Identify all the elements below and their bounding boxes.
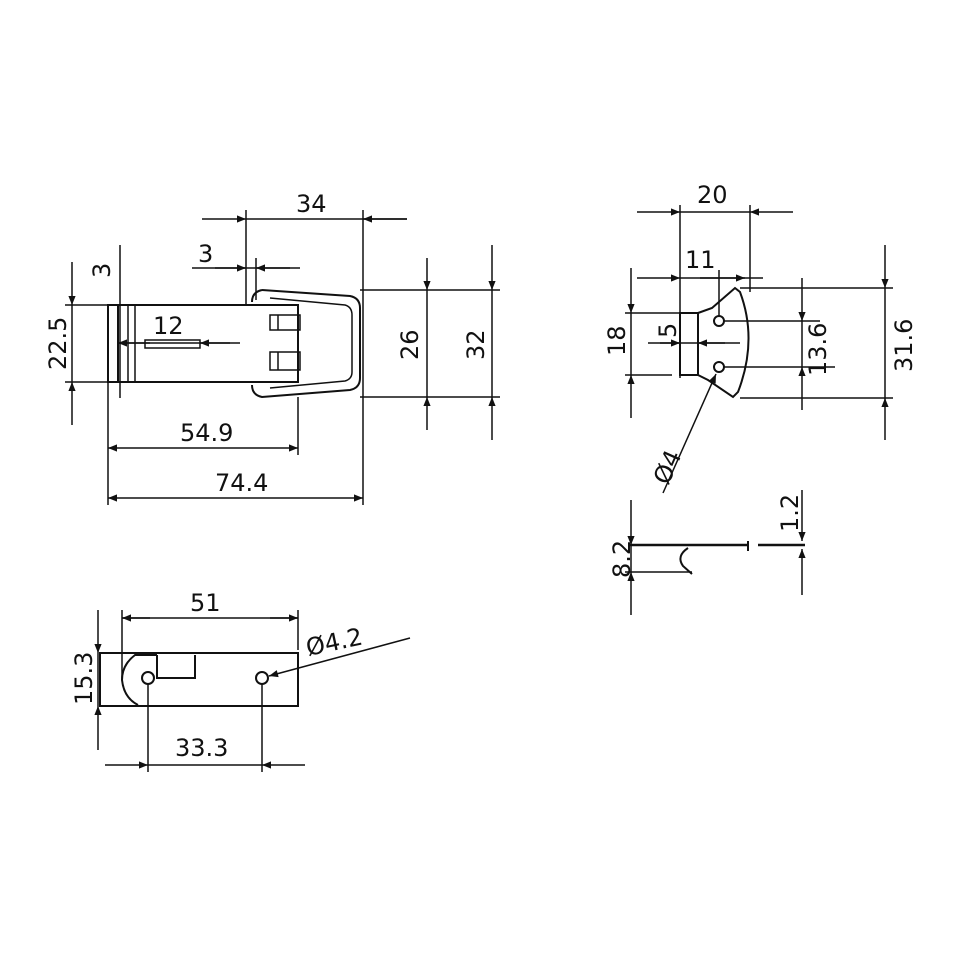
base-view: 51 15.3 33.3 Ø4.2 [70, 589, 411, 772]
dim-51: 51 [190, 589, 221, 617]
dim-18: 18 [603, 325, 631, 356]
dim-1-2: 1.2 [776, 494, 804, 532]
wire-bail [251, 289, 361, 399]
front-view: 34 3 3 22.5 12 26 32 54.9 74.4 [44, 190, 500, 505]
dim-3-plate: 3 [88, 263, 116, 278]
dim-31-6: 31.6 [890, 319, 918, 372]
base-plate [99, 652, 299, 707]
dimension-lines [627, 208, 889, 494]
dim-54-9: 54.9 [180, 419, 233, 447]
dim-32: 32 [462, 329, 490, 360]
dim-11: 11 [685, 246, 716, 274]
dim-33-3: 33.3 [175, 734, 228, 762]
dim-15-3: 15.3 [70, 652, 98, 705]
catch-side-profile [625, 490, 806, 615]
dim-26: 26 [396, 329, 424, 360]
dim-8-2: 8.2 [608, 540, 636, 578]
dimension-lines [68, 215, 496, 502]
dim-3-offset: 3 [198, 240, 213, 268]
catch-view: 20 11 18 5 13.6 31.6 Ø4 8.2 1.2 [603, 181, 918, 615]
extension-lines [121, 610, 299, 772]
dim-74-4: 74.4 [215, 469, 268, 497]
dim-34: 34 [296, 190, 327, 218]
latch-body [107, 304, 301, 383]
dim-5: 5 [654, 323, 682, 338]
extension-lines [625, 205, 893, 399]
dim-hole-4-2: Ø4.2 [303, 623, 365, 662]
extension-lines [65, 210, 500, 505]
dim-22-5: 22.5 [44, 317, 72, 370]
dim-12: 12 [153, 312, 184, 340]
dim-20: 20 [697, 181, 728, 209]
dim-13-6: 13.6 [804, 323, 832, 376]
dimension-lines [94, 610, 411, 769]
